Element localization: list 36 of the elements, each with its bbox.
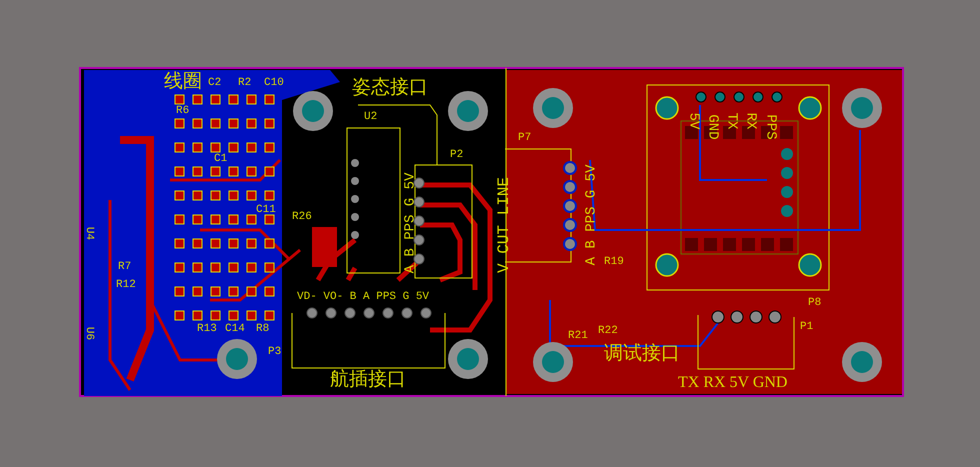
component-designator: C14 bbox=[225, 324, 245, 335]
component-designator: P7 bbox=[518, 133, 532, 144]
component-designator: R7 bbox=[118, 262, 132, 273]
component-designator: R8 bbox=[256, 324, 270, 335]
pin-label: RX bbox=[743, 112, 758, 130]
pin-label: PPS bbox=[764, 114, 778, 140]
component-designator: C1 bbox=[214, 154, 228, 165]
silkscreen-label: 调试接口 bbox=[604, 344, 680, 363]
component-designator: R6 bbox=[176, 106, 190, 117]
pin-label: TX bbox=[724, 112, 738, 130]
component-designator: C11 bbox=[256, 205, 276, 216]
silkscreen-label: 航插接口 bbox=[330, 370, 406, 389]
component-designator: R21 bbox=[568, 331, 588, 342]
pin-labels: A B PPS G 5V bbox=[403, 172, 418, 274]
pin-labels: A B PPS G 5V bbox=[584, 164, 598, 266]
component-designator: U2 bbox=[364, 112, 378, 123]
component-designator: P2 bbox=[450, 150, 464, 161]
component-designator: P1 bbox=[800, 322, 814, 333]
component-designator: R26 bbox=[292, 212, 312, 223]
component-designator: R13 bbox=[197, 324, 217, 335]
component-designator: U4 bbox=[83, 226, 94, 240]
pin-labels: VD- VO- B A PPS G 5V bbox=[297, 292, 430, 303]
component-designator: R19 bbox=[604, 257, 624, 268]
component-designator: U6 bbox=[83, 326, 94, 340]
silkscreen-label: 线圈 bbox=[164, 72, 202, 91]
pin-labels: TX RX 5V GND bbox=[678, 375, 788, 391]
component-designator: C10 bbox=[264, 78, 284, 89]
component-designator: R12 bbox=[116, 280, 136, 291]
silkscreen-label: 姿态接口 bbox=[352, 78, 428, 97]
component-designator: R22 bbox=[598, 326, 618, 337]
component-designator: R2 bbox=[238, 78, 252, 89]
component-designator: P8 bbox=[808, 298, 822, 309]
pin-label: 5V bbox=[686, 112, 700, 130]
component-designator: P3 bbox=[268, 347, 282, 358]
component-designator: C2 bbox=[208, 78, 222, 89]
pin-label: GND bbox=[706, 114, 720, 140]
